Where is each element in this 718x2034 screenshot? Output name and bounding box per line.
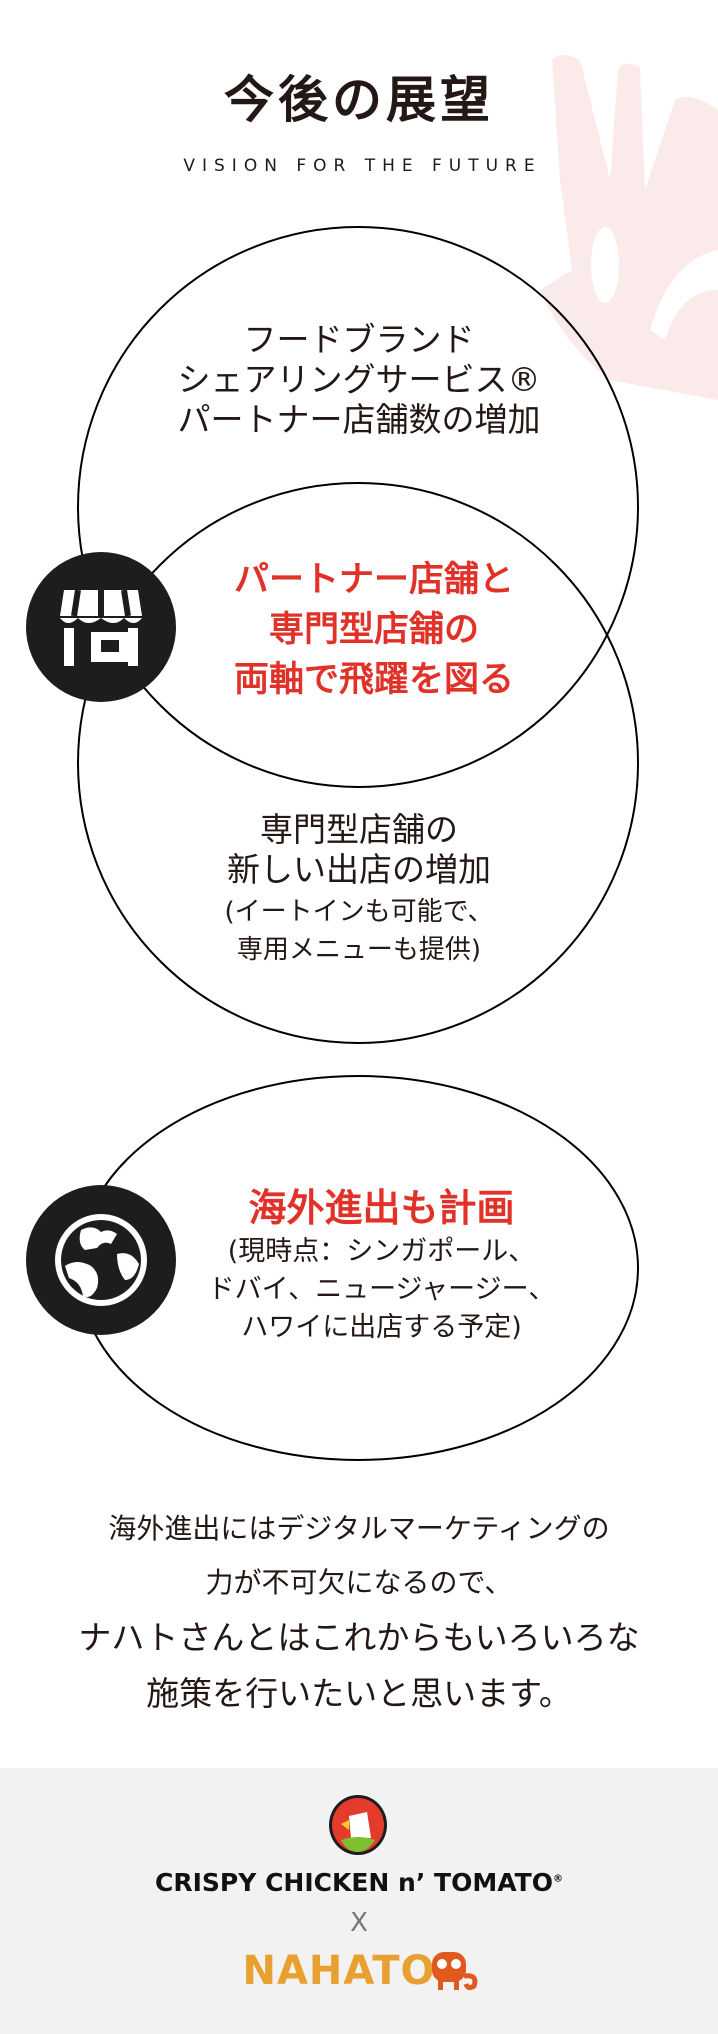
text-line: 専門型店舗の [268,610,479,650]
registered-mark: ® [552,1873,563,1885]
specialty-note: (イートインも可能で、 専用メニューも提供) [0,893,718,969]
closing-message: 海外進出にはデジタルマーケティングの 力が不可欠になるので、 ナハトさんとはこれ… [0,1502,718,1722]
crispy-chicken-logo [329,1795,387,1855]
footer: CRISPY CHICKEN n’ TOMATO® X NAHATO [0,1768,718,2034]
brand-crispy-chicken: CRISPY CHICKEN n’ TOMATO® [0,1868,718,1897]
text-line: 新しい出店の増加 [227,850,491,889]
text-line: ナハトさんとはこれからもいろいろな [78,1618,640,1657]
brand1-text: CRISPY CHICKEN n’ TOMATO [155,1868,553,1897]
storefront-icon [26,552,176,702]
globe-icon [26,1185,176,1335]
nahato-mascot-icon [432,1952,478,1991]
overseas-text: 海外進出も計画 (現時点：シンガポール、 ドバイ、ニュージャージー、 ハワイに出… [0,1183,718,1347]
collab-separator: X [350,1908,368,1938]
text-line: 専用メニューも提供) [236,935,482,965]
text-line: シェアリングサービス® [177,360,541,399]
center-text: パートナー店舗と 専門型店舗の 両軸で飛躍を図る [0,555,718,705]
text-line: 施策を行いたいと思います。 [146,1674,572,1713]
specialty-text: 専門型店舗の 新しい出店の増加 [0,810,718,890]
text-line: フードブランド [243,320,475,359]
text-line: パートナー店舗と [233,560,514,600]
page-title: 今後の展望 [224,71,494,129]
partner-text: フードブランド シェアリングサービス® パートナー店舗数の増加 [0,320,718,440]
specialty-circle [77,482,639,1044]
text-line: ドバイ、ニュージャージー、 [207,1274,556,1305]
text-line: 専門型店舗の [260,810,458,849]
text-line: (イートインも可能で、 [224,897,494,927]
text-line: ハワイに出店する予定) [241,1312,522,1343]
text-line: (現時点：シンガポール、 [227,1236,536,1267]
text-line: 海外進出にはデジタルマーケティングの [108,1512,610,1545]
brand-nahato: NAHATO [0,1948,718,1994]
text-line: 両軸で飛躍を図る [233,660,514,700]
chicken-watermark [540,55,718,400]
text-line: 力が不可欠になるので、 [205,1566,513,1599]
partner-circle [77,226,639,788]
text-line: パートナー店舗数の増加 [177,400,541,439]
brand2-text: NAHATO [242,1948,436,1994]
overseas-heading: 海外進出も計画 [248,1186,515,1230]
page-subtitle: VISION FOR THE FUTURE [183,156,542,176]
